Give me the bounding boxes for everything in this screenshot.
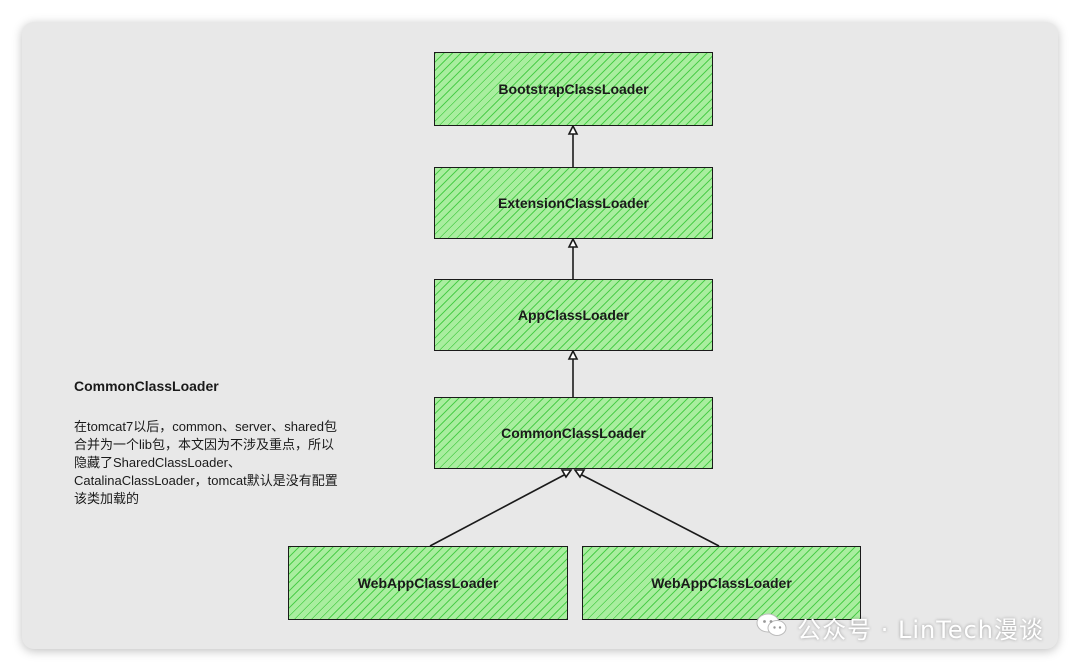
note-title: CommonClassLoader <box>74 378 219 394</box>
watermark: 公众号 · LinTech漫谈 <box>755 610 1044 645</box>
wechat-icon <box>755 611 789 645</box>
note-line: CatalinaClassLoader，tomcat默认是没有配置 <box>74 473 338 488</box>
node-label: AppClassLoader <box>517 307 630 323</box>
node-webapp-classloader-1: WebAppClassLoader <box>288 546 568 620</box>
node-label: WebAppClassLoader <box>651 575 792 591</box>
note-line: 在tomcat7以后，common、server、shared包 <box>74 419 337 434</box>
node-label: BootstrapClassLoader <box>498 81 649 97</box>
node-app-classloader: AppClassLoader <box>434 279 713 351</box>
arrow-head <box>560 469 573 479</box>
node-bootstrap-classloader: BootstrapClassLoader <box>434 52 713 126</box>
watermark-text: 公众号 · LinTech漫谈 <box>797 616 1044 644</box>
node-label: ExtensionClassLoader <box>498 195 649 211</box>
arrow-head <box>573 469 586 479</box>
edge-web1-to-common <box>429 473 567 547</box>
arrow-head <box>567 237 579 248</box>
note-line: 合并为一个lib包，本文因为不涉及重点，所以 <box>74 437 335 452</box>
edges-layer <box>429 124 720 547</box>
note-line: 隐藏了SharedClassLoader、 <box>74 455 241 470</box>
node-common-classloader: CommonClassLoader <box>434 397 713 469</box>
node-webapp-classloader-2: WebAppClassLoader <box>582 546 861 620</box>
note-annotation: CommonClassLoader 在tomcat7以后，common、serv… <box>74 378 384 508</box>
node-extension-classloader: ExtensionClassLoader <box>434 167 713 239</box>
diagram-canvas: BootstrapClassLoader ExtensionClassLoade… <box>22 22 1058 649</box>
node-label: WebAppClassLoader <box>357 575 499 591</box>
note-line: 该类加载的 <box>74 491 140 506</box>
note-body: 在tomcat7以后，common、server、shared包 合并为一个li… <box>74 418 384 508</box>
node-label: CommonClassLoader <box>501 425 646 441</box>
arrow-head <box>567 349 579 360</box>
edge-web2-to-common <box>579 473 720 547</box>
arrow-head <box>567 124 579 135</box>
